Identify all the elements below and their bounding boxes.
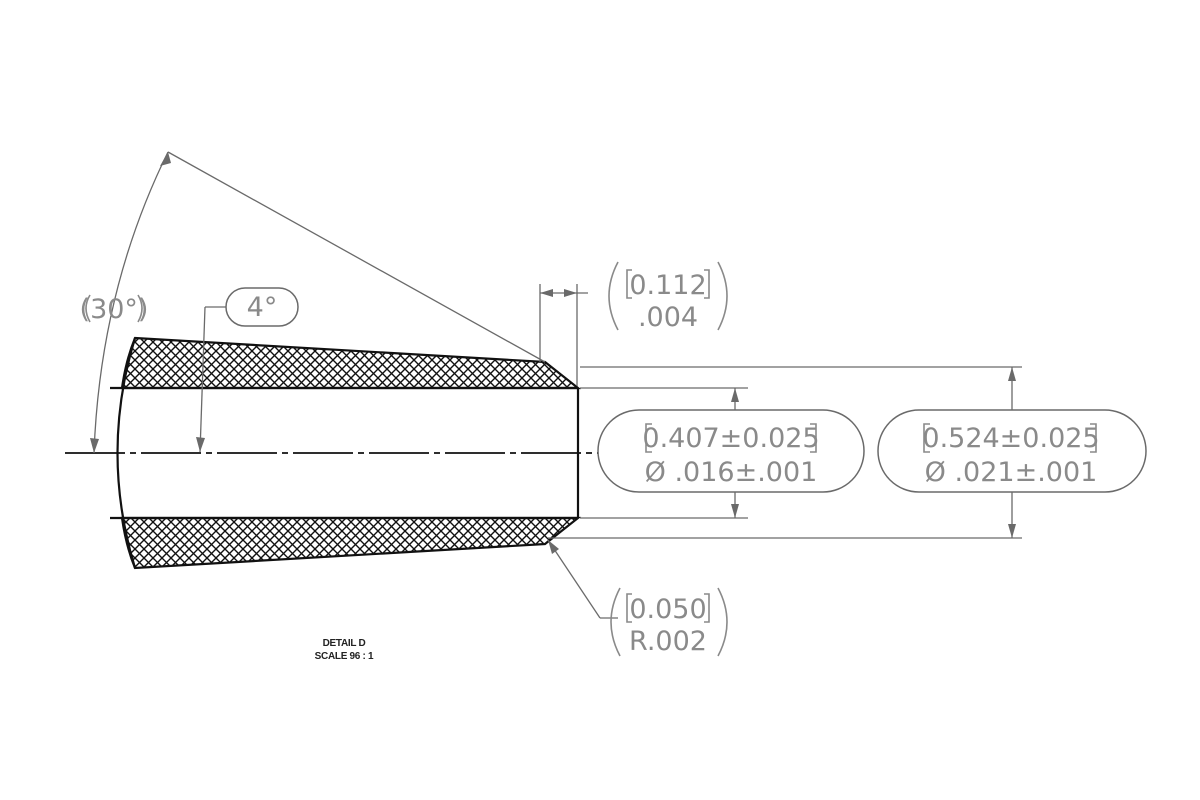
outer-diameter-inch: Ø .021±.001 <box>925 457 1098 488</box>
detail-scale: SCALE 96 : 1 <box>315 651 374 662</box>
outer-diameter-metric: 0.524±0.025 <box>922 423 1099 454</box>
inner-diameter-inch: Ø .016±.001 <box>645 457 818 488</box>
inner-diameter-dimension: 0.407±0.025 Ø .016±.001 <box>580 387 865 519</box>
bottom-wall-hatch <box>120 516 582 570</box>
angle-30-dimension: (30°) <box>80 151 546 454</box>
top-wall-hatch <box>120 336 582 390</box>
part-section <box>110 336 582 570</box>
taper-angle-dimension: 4° <box>196 287 299 453</box>
tip-radius-inch: R.002 <box>629 626 707 657</box>
angle-30-label: (30°) <box>80 294 149 325</box>
step-length-metric: 0.112 <box>629 270 706 301</box>
step-length-inch: .004 <box>638 302 698 333</box>
tip-radius-dimension: 0.050 R.002 <box>547 539 728 657</box>
detail-caption: DETAIL D SCALE 96 : 1 <box>315 638 375 662</box>
detail-title: DETAIL D <box>323 638 366 649</box>
tip-radius-metric: 0.050 <box>629 594 706 625</box>
inner-diameter-metric: 0.407±0.025 <box>642 423 819 454</box>
step-length-dimension: 0.112 .004 <box>539 261 728 386</box>
taper-angle-label: 4° <box>247 292 278 323</box>
outer-diameter-dimension: 0.524±0.025 Ø .021±.001 <box>548 366 1147 539</box>
